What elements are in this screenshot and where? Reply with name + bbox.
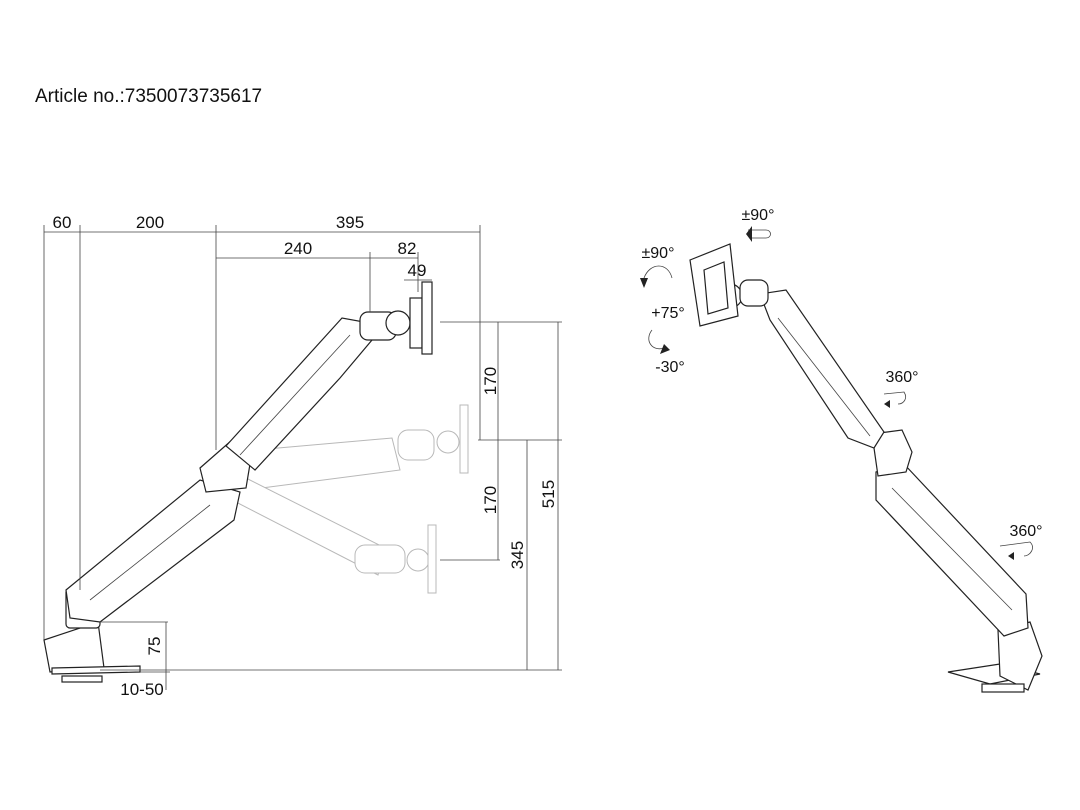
- tilt-head: [359, 281, 433, 355]
- ghost-positions: [231, 404, 469, 594]
- angle-tilt-pm90: ±90°: [642, 245, 675, 262]
- dim-200: 200: [136, 213, 164, 232]
- dim-82: 82: [398, 239, 417, 258]
- perspective-upper-arm: [759, 289, 885, 449]
- perspective-clamp: [947, 621, 1043, 693]
- angle-swivel-360-base: 360°: [1009, 523, 1042, 540]
- dim-75: 75: [145, 637, 164, 656]
- angle-tilt-minus30: -30°: [655, 359, 685, 376]
- angle-swivel-360-elbow: 360°: [885, 369, 918, 386]
- side-view: 60 200 395 240 82 49 170 170 345 515 75 …: [43, 213, 562, 699]
- dim-170-lower: 170: [481, 486, 500, 514]
- perspective-lower-arm: [875, 463, 1029, 637]
- angle-tilt-plus75: +75°: [651, 305, 685, 322]
- dim-395: 395: [336, 213, 364, 232]
- angle-rotation-pm90: ±90°: [742, 207, 775, 224]
- perspective-elbow: [871, 429, 913, 477]
- dim-10-50: 10-50: [120, 680, 163, 699]
- article-number-label: Article no.:7350073735617: [35, 86, 263, 107]
- perspective-head: [689, 243, 769, 327]
- dimension-lines: [43, 225, 562, 690]
- dim-240: 240: [284, 239, 312, 258]
- dim-60: 60: [53, 213, 72, 232]
- rotation-arrows: [640, 226, 1033, 560]
- dim-49: 49: [408, 261, 427, 280]
- perspective-view: ±90° ±90° +75° -30° 360° 360°: [640, 207, 1043, 693]
- dim-170-upper: 170: [481, 367, 500, 395]
- dim-345: 345: [508, 541, 527, 569]
- dim-515: 515: [539, 480, 558, 508]
- lower-arm: [65, 479, 241, 623]
